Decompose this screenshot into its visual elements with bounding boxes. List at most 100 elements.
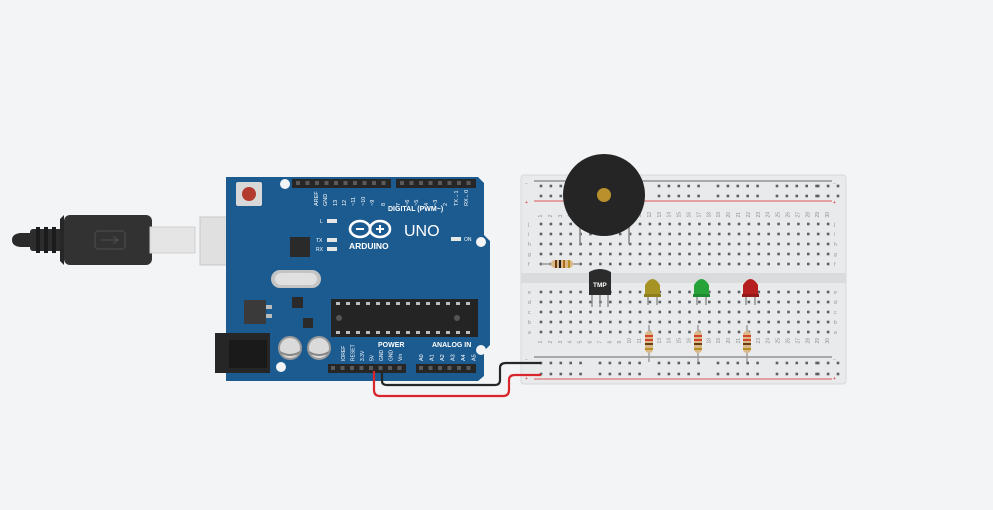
breadboard-hole[interactable] — [716, 361, 720, 365]
breadboard-hole[interactable] — [787, 290, 790, 294]
breadboard-hole[interactable] — [677, 372, 681, 376]
breadboard-hole[interactable] — [747, 222, 751, 226]
breadboard-hole[interactable] — [836, 184, 840, 188]
breadboard-hole[interactable] — [805, 184, 808, 188]
breadboard-hole[interactable] — [549, 300, 553, 304]
breadboard-hole[interactable] — [559, 194, 563, 198]
breadboard-hole[interactable] — [618, 290, 622, 294]
breadboard-hole[interactable] — [767, 310, 770, 314]
breadboard-hole[interactable] — [678, 320, 681, 324]
breadboard-hole[interactable] — [658, 252, 662, 256]
breadboard-hole[interactable] — [727, 252, 731, 256]
breadboard-hole[interactable] — [688, 252, 691, 256]
breadboard-hole[interactable] — [777, 262, 780, 266]
header-pin[interactable] — [378, 366, 383, 370]
breadboard-hole[interactable] — [787, 300, 790, 304]
breadboard-hole[interactable] — [599, 252, 602, 256]
breadboard-hole[interactable] — [697, 184, 700, 188]
breadboard-hole[interactable] — [559, 290, 563, 294]
breadboard-hole[interactable] — [599, 320, 602, 324]
breadboard-hole[interactable] — [638, 310, 642, 314]
breadboard-hole[interactable] — [638, 330, 642, 334]
breadboard-hole[interactable] — [678, 232, 681, 236]
power-jack[interactable] — [215, 333, 270, 373]
breadboard-hole[interactable] — [816, 372, 820, 376]
breadboard-hole[interactable] — [688, 320, 691, 324]
breadboard-hole[interactable] — [767, 232, 770, 236]
breadboard-hole[interactable] — [618, 252, 622, 256]
breadboard-hole[interactable] — [816, 252, 820, 256]
breadboard-hole[interactable] — [688, 290, 691, 294]
breadboard-hole[interactable] — [668, 262, 671, 266]
breadboard-hole[interactable] — [698, 310, 701, 314]
breadboard-hole[interactable] — [657, 361, 661, 365]
breadboard-hole[interactable] — [658, 222, 662, 226]
breadboard-hole[interactable] — [638, 372, 641, 376]
temperature-sensor[interactable]: TMP — [589, 269, 611, 307]
breadboard-hole[interactable] — [775, 184, 779, 188]
breadboard-hole[interactable] — [539, 222, 543, 226]
breadboard-hole[interactable] — [697, 372, 700, 376]
breadboard-hole[interactable] — [609, 262, 612, 266]
breadboard-hole[interactable] — [668, 232, 671, 236]
breadboard-hole[interactable] — [658, 242, 662, 246]
breadboard-hole[interactable] — [678, 262, 681, 266]
breadboard-hole[interactable] — [638, 222, 642, 226]
breadboard-hole[interactable] — [589, 310, 592, 314]
breadboard-hole[interactable] — [638, 300, 642, 304]
breadboard-hole[interactable] — [807, 300, 810, 304]
breadboard-hole[interactable] — [708, 232, 711, 236]
breadboard-hole[interactable] — [598, 361, 602, 365]
breadboard-hole[interactable] — [638, 361, 641, 365]
breadboard-hole[interactable] — [785, 194, 789, 198]
header-pin[interactable] — [324, 181, 329, 185]
breadboard-hole[interactable] — [747, 310, 751, 314]
breadboard-hole[interactable] — [826, 290, 830, 294]
breadboard-hole[interactable] — [737, 330, 741, 334]
breadboard-hole[interactable] — [787, 242, 790, 246]
breadboard-hole[interactable] — [716, 194, 720, 198]
breadboard-hole[interactable] — [648, 300, 652, 304]
breadboard-hole[interactable] — [736, 361, 740, 365]
breadboard-hole[interactable] — [787, 262, 790, 266]
breadboard-hole[interactable] — [816, 320, 820, 324]
breadboard-hole[interactable] — [618, 372, 622, 376]
breadboard-hole[interactable] — [826, 222, 830, 226]
header-pin[interactable] — [419, 181, 423, 185]
breadboard-hole[interactable] — [648, 232, 652, 236]
power-header[interactable] — [328, 364, 406, 373]
breadboard-hole[interactable] — [807, 290, 810, 294]
breadboard-hole[interactable] — [787, 320, 790, 324]
header-pin[interactable] — [400, 181, 404, 185]
breadboard-hole[interactable] — [767, 252, 770, 256]
led-yellow[interactable] — [644, 279, 661, 305]
breadboard-hole[interactable] — [737, 252, 741, 256]
breadboard-hole[interactable] — [648, 262, 652, 266]
header-pin[interactable] — [409, 181, 414, 185]
breadboard-hole[interactable] — [757, 252, 761, 256]
breadboard-hole[interactable] — [589, 300, 592, 304]
breadboard-hole[interactable] — [708, 222, 711, 226]
breadboard-hole[interactable] — [658, 330, 662, 334]
breadboard-hole[interactable] — [797, 300, 800, 304]
header-pin[interactable] — [372, 181, 376, 185]
breadboard-hole[interactable] — [599, 262, 602, 266]
breadboard-hole[interactable] — [609, 252, 612, 256]
breadboard-hole[interactable] — [579, 330, 582, 334]
header-pin[interactable] — [334, 181, 338, 185]
breadboard-hole[interactable] — [775, 361, 779, 365]
breadboard-hole[interactable] — [688, 300, 691, 304]
breadboard-hole[interactable] — [618, 262, 622, 266]
breadboard-hole[interactable] — [628, 310, 632, 314]
breadboard-hole[interactable] — [549, 184, 553, 188]
breadboard-hole[interactable] — [687, 361, 690, 365]
breadboard-hole[interactable] — [717, 222, 721, 226]
breadboard-hole[interactable] — [667, 184, 671, 188]
breadboard-hole[interactable] — [777, 300, 780, 304]
breadboard-hole[interactable] — [648, 310, 652, 314]
breadboard-hole[interactable] — [757, 290, 761, 294]
breadboard-hole[interactable] — [757, 232, 761, 236]
breadboard-hole[interactable] — [657, 372, 661, 376]
breadboard-hole[interactable] — [737, 300, 741, 304]
